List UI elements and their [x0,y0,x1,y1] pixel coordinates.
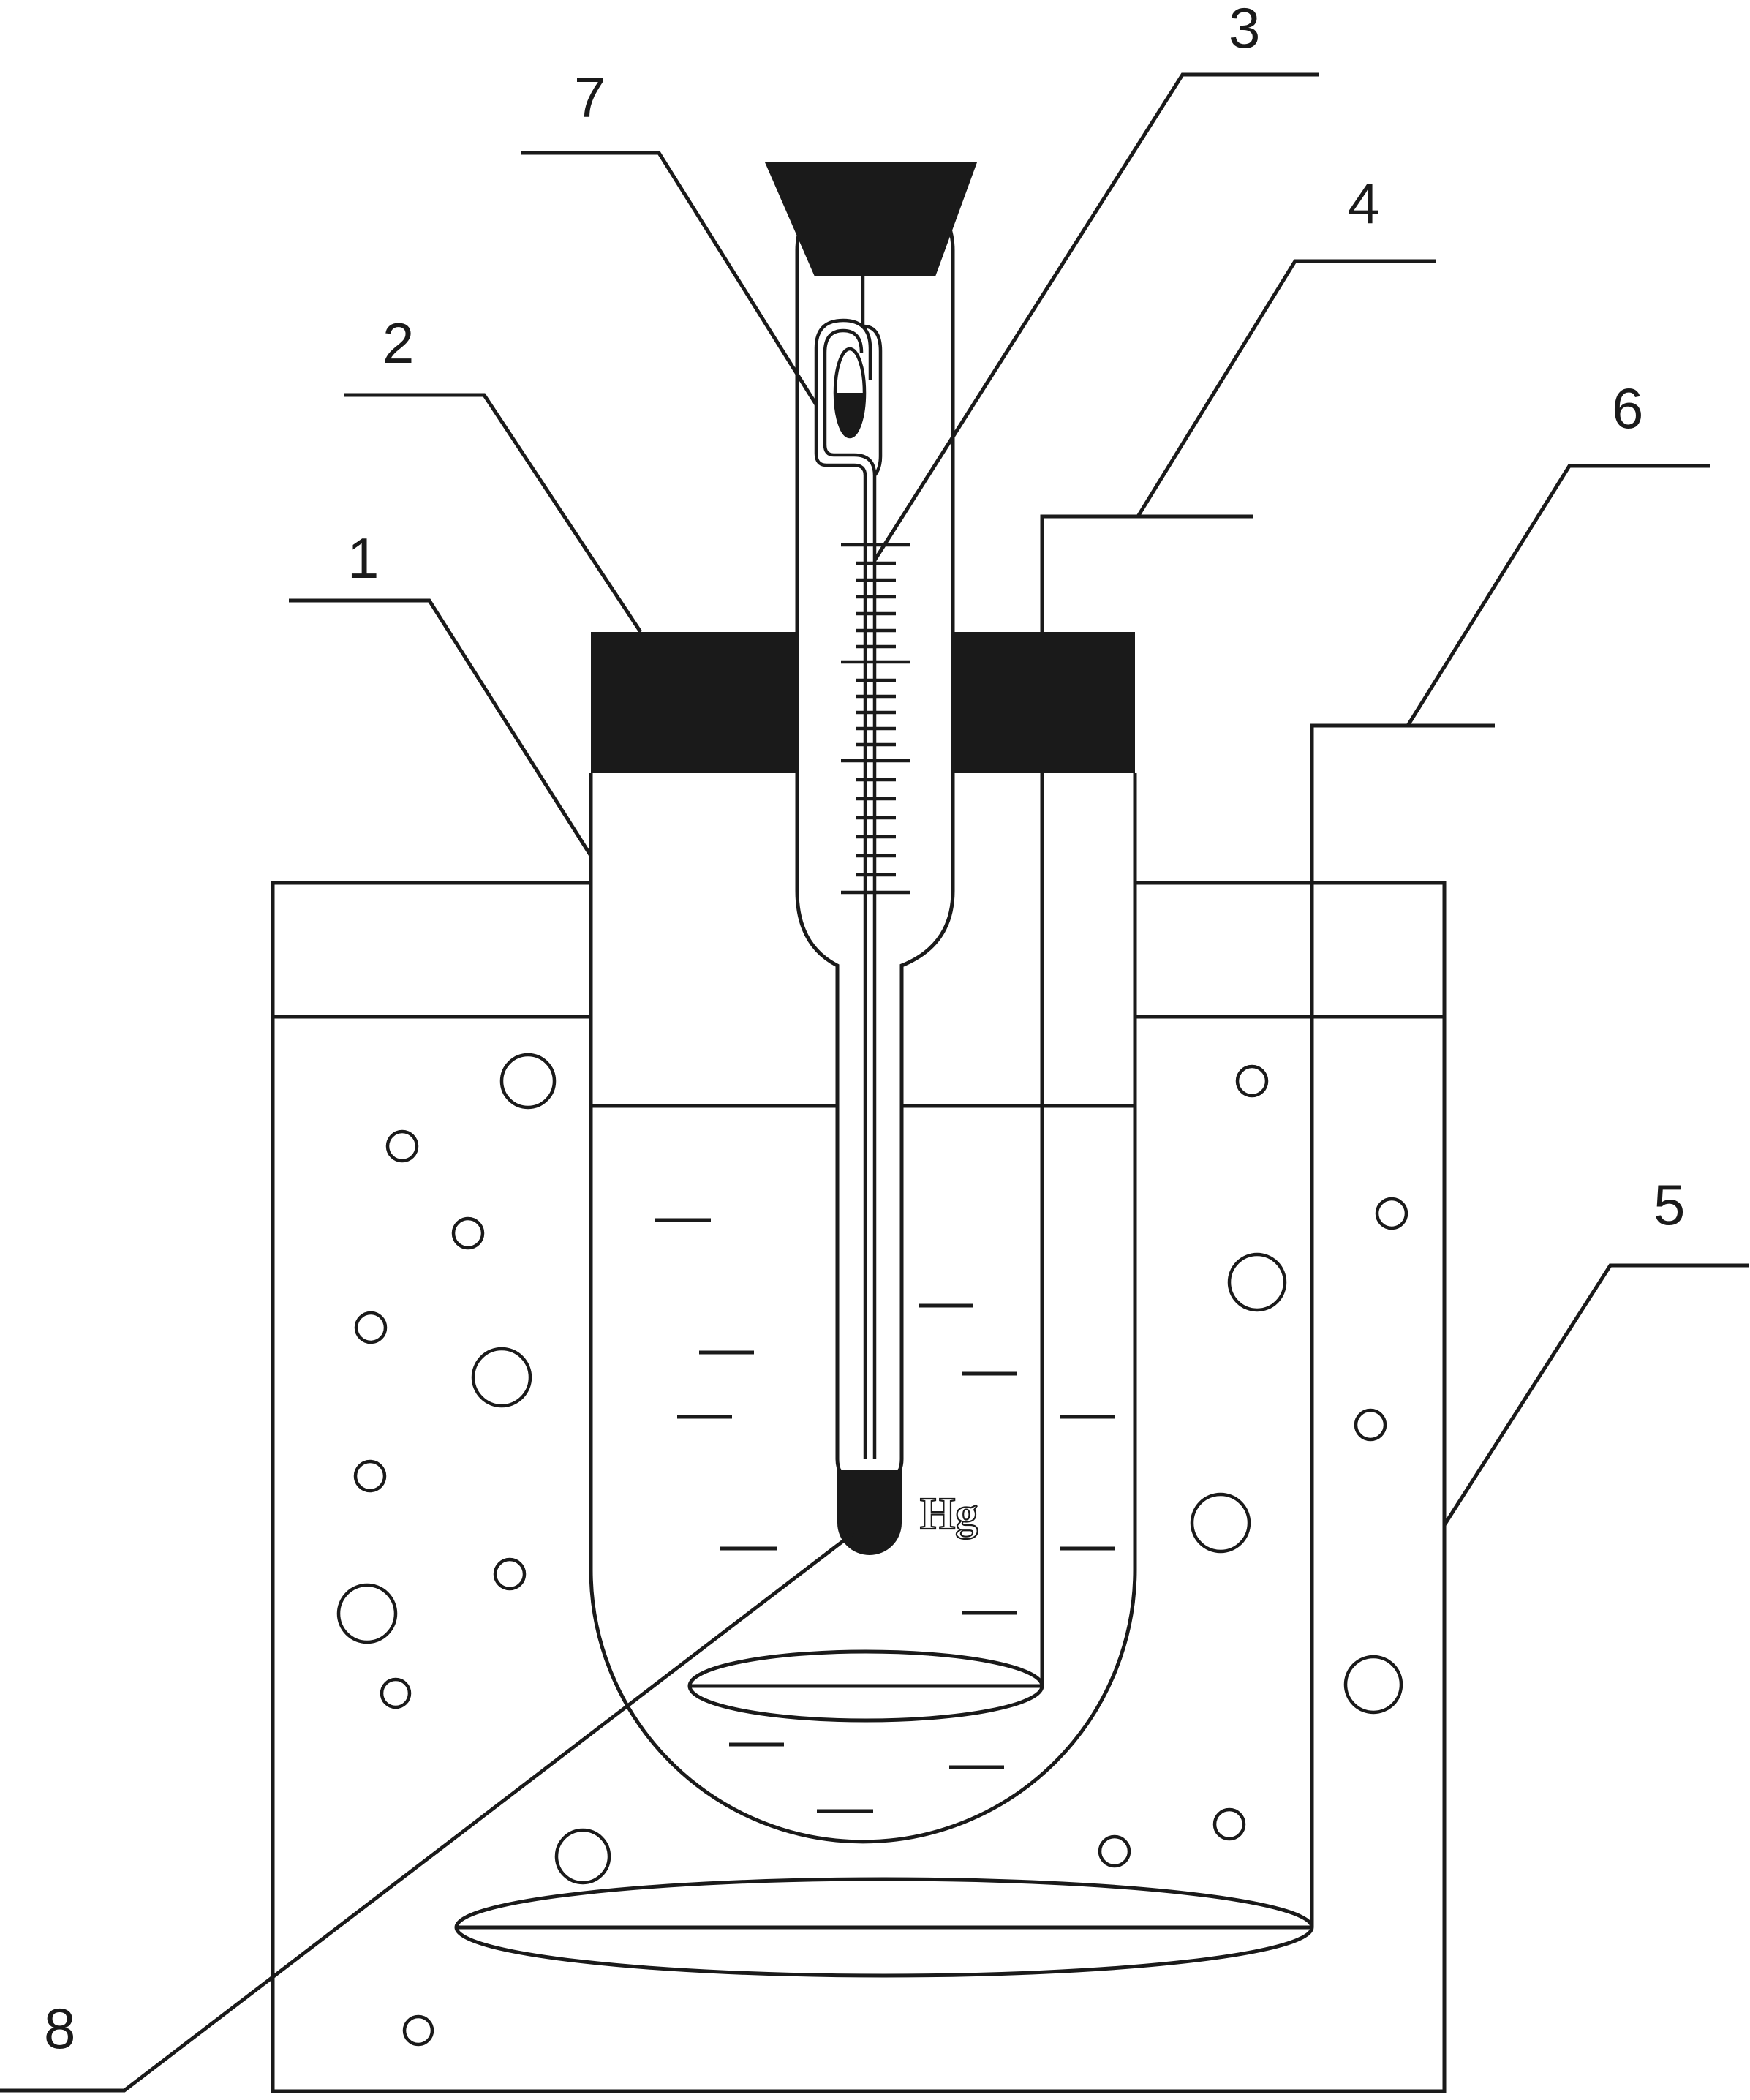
label-6: 6 [1612,376,1643,440]
label-2: 2 [382,311,414,375]
mercury-label: Hg [920,1489,978,1539]
leader-lines [0,72,1749,2093]
mercury-bulb [837,1470,902,1555]
inner-liquid-marks [655,1218,1115,1813]
outer-bath [271,881,1447,2093]
label-4: 4 [1348,171,1379,236]
thermometer-scale [841,543,910,895]
label-5: 5 [1653,1173,1685,1237]
label-8: 8 [44,1996,75,2061]
part-labels: 1 2 3 4 5 6 7 8 [44,0,1685,2061]
inner-stirrer [687,514,1253,1723]
thermometer-cap [765,162,977,276]
label-3: 3 [1229,0,1260,60]
thermometer [765,162,977,1555]
outer-stirrer [454,723,1495,1978]
label-1: 1 [347,526,379,590]
label-7: 7 [574,65,606,129]
bath-bubbles [336,1053,1408,2047]
inner-tube [589,773,1137,1844]
